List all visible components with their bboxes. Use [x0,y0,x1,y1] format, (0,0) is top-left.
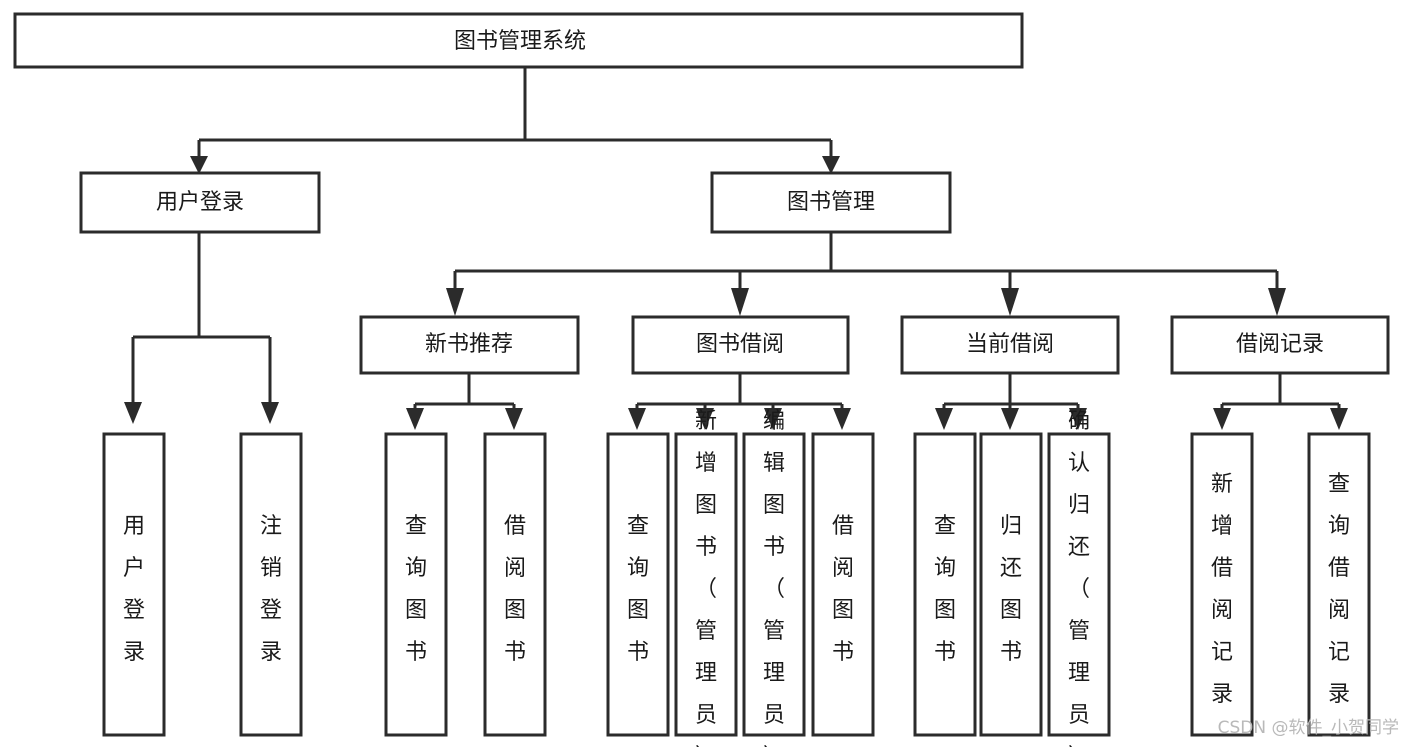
node-user-login-label: 用户登录 [156,190,244,215]
node-user-login[interactable]: 用户登录 [79,171,321,234]
node-leaf-query-book-3[interactable]: 查询图书 [913,432,977,737]
node-leaf-return-book-label: 归还图书 [1000,514,1022,665]
node-user-login-box[interactable] [79,171,321,234]
node-current-borrow[interactable]: 当前借阅 [900,315,1120,375]
node-leaf-query-book-2-box[interactable] [606,432,670,737]
node-book-borrow[interactable]: 图书借阅 [631,315,850,375]
arrowhead-leaf-user-logout [261,402,279,424]
node-leaf-borrow-book-1[interactable]: 借阅图书 [483,432,547,737]
arrowhead-borrow-record [1268,288,1286,316]
node-root-box[interactable] [13,12,1024,69]
node-leaf-query-book-3-label: 查询图书 [934,514,956,665]
node-leaf-confirm-return-box[interactable] [1047,432,1111,737]
node-leaf-edit-book-box[interactable] [742,432,806,737]
node-leaf-query-record-box[interactable] [1307,432,1371,737]
arrowhead-leaf-add-record [1213,408,1231,430]
node-leaf-query-book-1-box[interactable] [384,432,448,737]
node-leaf-query-book-3-box[interactable] [913,432,977,737]
node-borrow-record-box[interactable] [1170,315,1390,375]
arrowhead-current-borrow [1001,288,1019,316]
node-leaf-edit-book[interactable]: 编辑图书（管理员） [742,409,806,747]
node-new-book-recommend[interactable]: 新书推荐 [359,315,580,375]
csdn-watermark: CSDN @软件_小贺同学 [1218,718,1399,738]
node-leaf-query-book-2-label: 查询图书 [627,514,649,665]
node-leaf-edit-book-label: 编辑图书（管理员） [763,409,785,747]
node-book-management[interactable]: 图书管理 [710,171,952,234]
node-leaf-user-login-box[interactable] [102,432,166,737]
arrowhead-leaf-query-record [1330,408,1348,430]
node-leaf-borrow-book-2[interactable]: 借阅图书 [811,432,875,737]
node-leaf-borrow-book-2-box[interactable] [811,432,875,737]
node-leaf-add-record-box[interactable] [1190,432,1254,737]
node-leaf-add-book[interactable]: 新增图书（管理员） [674,409,738,747]
node-leaf-query-book-2[interactable]: 查询图书 [606,432,670,737]
node-leaf-confirm-return[interactable]: 确认归还（管理员） [1047,409,1111,747]
node-root-label: 图书管理系统 [454,29,586,54]
arrowhead-leaf-user-login [124,402,142,424]
arrowhead-leaf-add-book [696,408,714,430]
node-new-book-recommend-box[interactable] [359,315,580,375]
connectors-layer [124,67,1348,430]
arrowhead-book-management [822,156,840,174]
node-leaf-add-book-box[interactable] [674,432,738,737]
arrowhead-leaf-borrow-book-2 [833,408,851,430]
node-leaf-query-book-1-label: 查询图书 [405,514,427,665]
node-leaf-query-book-1[interactable]: 查询图书 [384,432,448,737]
node-leaf-user-login-label: 用户登录 [123,514,145,665]
node-borrow-record-label: 借阅记录 [1236,332,1324,357]
node-leaf-return-book[interactable]: 归还图书 [979,432,1043,737]
arrowhead-leaf-return-book [1001,408,1019,430]
arrowhead-book-borrow [731,288,749,316]
node-root[interactable]: 图书管理系统 [13,12,1024,69]
node-current-borrow-box[interactable] [900,315,1120,375]
node-leaf-user-logout-label: 注销登录 [260,514,282,665]
node-leaf-return-book-box[interactable] [979,432,1043,737]
node-leaf-user-logout-box[interactable] [239,432,303,737]
node-leaf-user-login[interactable]: 用户登录 [102,432,166,737]
node-leaf-add-book-label: 新增图书（管理员） [695,409,717,747]
arrowhead-new-book-recommend [446,288,464,316]
node-leaf-add-record-label: 新增借阅记录 [1211,472,1233,707]
arrowhead-leaf-edit-book [764,408,782,430]
node-leaf-confirm-return-label: 确认归还（管理员） [1068,409,1090,747]
node-leaf-borrow-book-2-label: 借阅图书 [832,514,854,665]
node-leaf-borrow-book-1-label: 借阅图书 [504,514,526,665]
node-leaf-query-record[interactable]: 查询借阅记录 [1307,432,1371,737]
node-book-borrow-box[interactable] [631,315,850,375]
node-borrow-record[interactable]: 借阅记录 [1170,315,1390,375]
node-current-borrow-label: 当前借阅 [966,332,1054,357]
node-book-borrow-label: 图书借阅 [696,332,784,357]
arrowhead-user-login [190,156,208,174]
arrowhead-leaf-confirm-return [1069,408,1087,430]
node-book-management-box[interactable] [710,171,952,234]
node-leaf-user-logout[interactable]: 注销登录 [239,432,303,737]
arrowhead-leaf-query-book-2 [628,408,646,430]
arrowhead-leaf-borrow-book-1 [505,408,523,430]
node-leaf-add-record[interactable]: 新增借阅记录 [1190,432,1254,737]
arrowhead-leaf-query-book-3 [935,408,953,430]
node-new-book-recommend-label: 新书推荐 [425,332,513,357]
node-leaf-borrow-book-1-box[interactable] [483,432,547,737]
node-leaf-query-record-label: 查询借阅记录 [1328,472,1350,707]
arrowhead-leaf-query-book-1 [406,408,424,430]
node-book-management-label: 图书管理 [787,190,875,215]
